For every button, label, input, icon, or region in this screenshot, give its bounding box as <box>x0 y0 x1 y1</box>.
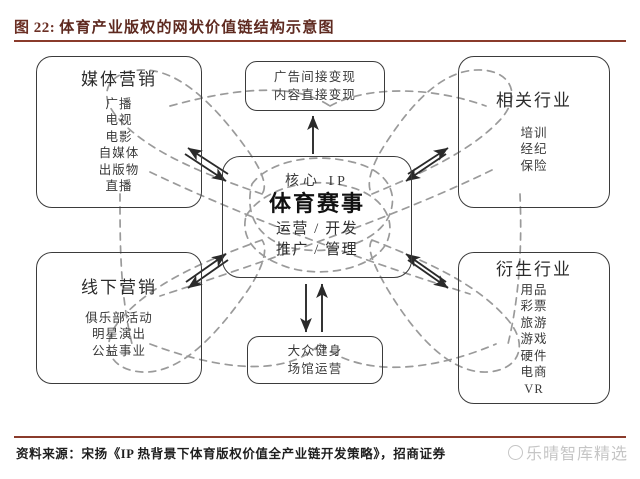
node-related-industry-title: 相关行业 <box>496 90 572 110</box>
node-item: 公益事业 <box>91 343 146 358</box>
arrow-derivative-to-core <box>405 253 447 283</box>
node-item: 直播 <box>105 179 133 194</box>
core-ip-sub-line1: 运营 / 开发 <box>275 220 359 237</box>
node-item: 彩票 <box>520 299 548 314</box>
arrow-related-to-core <box>405 153 447 182</box>
diagram-canvas: 媒体营销 广播 电视 电影 自媒体 出版物 直播 相关行业 培训 经纪 保险 线… <box>0 44 640 432</box>
mesh-cross-ur-ll <box>159 169 493 297</box>
node-media-marketing-items: 广播 电视 电影 自媒体 出版物 直播 <box>99 96 140 195</box>
core-ip-eyebrow: 核心 IP <box>285 173 349 189</box>
mesh-side-right <box>507 193 522 345</box>
arrow-core-to-related <box>407 147 449 175</box>
mesh-loop-offline <box>108 238 266 373</box>
arrow-offline-to-core <box>185 253 227 283</box>
mesh-cross-bottom-lr <box>319 343 497 369</box>
node-item: 广播 <box>105 96 133 111</box>
node-item: 硬件 <box>520 348 548 363</box>
node-item: 旅游 <box>520 315 548 330</box>
core-ip-main-label: 体育赛事 <box>268 191 365 217</box>
mesh-cross-ll-bottom <box>149 343 321 368</box>
node-offline-marketing-items: 俱乐部活动 明星演出 公益事业 <box>85 310 153 360</box>
source-note: 资料来源：宋扬《IP 热背景下体育版权价值全产业链开发策略》，招商证券 <box>16 447 446 461</box>
mesh-cross-ul-top <box>169 89 331 107</box>
watermark-logo-icon <box>508 445 523 460</box>
mesh-loop-derivative <box>369 238 520 373</box>
watermark: 乐晴智库精选 <box>508 440 628 464</box>
node-monetization-line2: 内容直接变现 <box>273 88 357 102</box>
watermark-text: 乐晴智库精选 <box>526 446 629 463</box>
arrow-media-to-core <box>184 153 227 182</box>
node-fitness-venue-line2: 场馆运营 <box>287 362 343 376</box>
node-related-industry[interactable]: 相关行业 培训 经纪 保险 <box>458 56 610 208</box>
diagram-connectors <box>106 69 522 373</box>
mesh-loop-media <box>106 69 266 196</box>
node-item: 培训 <box>520 125 548 140</box>
mesh-dashed-network <box>106 69 522 373</box>
node-derivative-industry-items: 用品 彩票 旅游 游戏 硬件 电商 VR <box>520 282 547 398</box>
node-item: 电影 <box>105 129 133 144</box>
node-item: 用品 <box>520 282 548 297</box>
node-monetization[interactable]: 广告间接变现 内容直接变现 <box>245 61 385 111</box>
node-derivative-industry-title: 衍生行业 <box>496 259 572 279</box>
mesh-cross-top-ur <box>329 90 487 107</box>
mesh-side-left <box>119 193 133 345</box>
figure-title-text: 体育产业版权的网状价值链结构示意图 <box>59 19 335 36</box>
node-core-ip[interactable]: 核心 IP 体育赛事 运营 / 开发 推广 / 管理 <box>222 156 412 278</box>
mesh-loop-related <box>368 69 513 196</box>
node-item: 保险 <box>520 158 548 173</box>
mesh-loop-core-inner-b <box>244 182 391 273</box>
node-item: 电商 <box>520 365 548 380</box>
node-item: 俱乐部活动 <box>85 310 153 325</box>
node-item: 经纪 <box>520 142 548 157</box>
mesh-loop-core-inner-a <box>248 157 394 252</box>
node-item: 出版物 <box>98 162 140 177</box>
node-offline-marketing-title: 线下营销 <box>81 277 157 297</box>
node-fitness-venue-line1: 大众健身 <box>287 343 343 358</box>
title-divider-rule <box>14 40 626 42</box>
footer-divider-rule <box>14 436 626 438</box>
node-item: VR <box>524 381 544 396</box>
core-ip-sub-line2: 推广 / 管理 <box>275 241 359 258</box>
arrow-core-to-derivative <box>407 259 449 289</box>
node-item: 电视 <box>105 113 133 128</box>
node-derivative-industry[interactable]: 衍生行业 用品 彩票 旅游 游戏 硬件 电商 VR <box>458 252 610 404</box>
node-media-marketing-title: 媒体营销 <box>81 70 157 90</box>
mesh-cross-ul-lr <box>149 171 471 295</box>
node-related-industry-items: 培训 经纪 保险 <box>520 125 547 175</box>
node-monetization-line1: 广告间接变现 <box>273 69 357 84</box>
arrow-connectors <box>184 115 449 333</box>
figure-number: 图 22: <box>14 19 56 36</box>
node-offline-marketing[interactable]: 线下营销 俱乐部活动 明星演出 公益事业 <box>36 252 202 384</box>
node-media-marketing[interactable]: 媒体营销 广播 电视 电影 自媒体 出版物 直播 <box>36 56 202 208</box>
node-item: 明星演出 <box>91 327 146 342</box>
node-item: 自媒体 <box>98 146 140 161</box>
node-fitness-venue[interactable]: 大众健身 场馆运营 <box>247 336 383 384</box>
figure-title: 图 22: 体育产业版权的网状价值链结构示意图 <box>14 14 626 38</box>
node-item: 游戏 <box>520 332 548 347</box>
